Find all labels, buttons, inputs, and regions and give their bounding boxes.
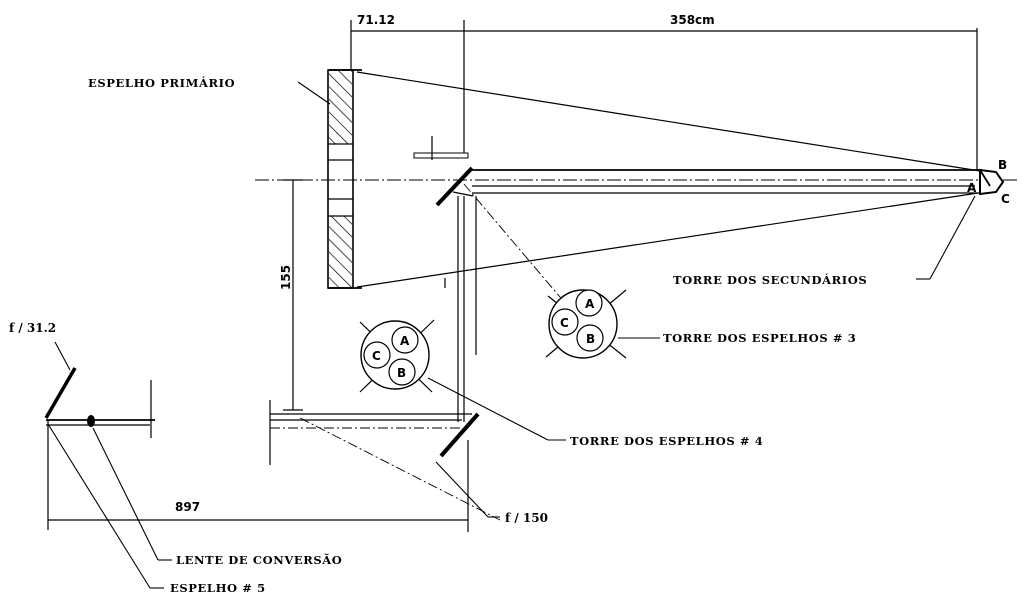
f31-label: f / 31.2 [9,321,56,335]
fold-mirror-upper [435,166,474,207]
f150-label: f / 150 [505,511,548,525]
fold-mirror-upper-body [435,166,474,207]
chief-ray-lower [299,417,501,521]
tower-4-mirror-b [388,358,416,386]
light-cone [356,70,981,288]
dim-71-label: 71.12 [357,13,395,27]
top-dimensions: 71.12 358cm [350,13,978,170]
leader-mirror5-diag [47,423,151,589]
label-conversion-lens: LENTE DE CONVERSÃO [176,553,342,567]
vertical-tower [457,196,477,422]
fold-mirror-lower-body [439,412,480,458]
tower-3-mirror-b [576,324,604,352]
conversion-lens-body [87,415,95,427]
primary-mirror [327,69,362,289]
point-c-label: C [1001,192,1010,206]
point-a-label: A [967,181,977,195]
tower-3-mirror-a [575,289,603,317]
leader-primary-mirror [297,81,331,105]
leader-f150-diag [435,461,489,518]
tower-4-mirror-c [363,341,391,369]
dim-897-label: 897 [175,500,200,514]
bottom-dimension: 897 [47,420,469,532]
point-b-label: B [998,158,1007,172]
tower-3-label-b: B [586,332,595,346]
fold-mirror-lower [269,400,480,465]
baffle [413,136,469,160]
label-primary-mirror: ESPELHO PRIMÁRIO [88,76,235,90]
dim-358-label: 358cm [670,13,715,27]
label-tower-3: TORRE DOS ESPELHOS # 3 [663,331,856,345]
tower-4-label-c: C [372,349,381,363]
tower-3-mirror-c [551,308,579,336]
leader-tower4-diag [427,377,549,441]
secondary-mirror-a [979,169,991,187]
tower-3-label-a: A [585,297,595,311]
annotations: ESPELHO PRIMÁRIO TORRE DOS SECUNDÁRIOS T… [47,76,976,595]
label-mirror-5: ESPELHO # 5 [170,581,266,595]
label-tower-4: TORRE DOS ESPELHOS # 4 [570,434,763,448]
f31-leader [54,341,71,371]
secondary-mirror-assembly [979,168,1005,196]
output-assembly: f / 31.2 [9,321,155,438]
tower-4-label-a: A [400,334,410,348]
label-secondary-tower: TORRE DOS SECUNDÁRIOS [673,273,867,287]
fold-mirror-upper-tick [452,191,474,197]
cone-bottom-ray [356,192,979,288]
primary-mirror-hatch-bottom [329,216,352,287]
tower-3-label-c: C [560,316,569,330]
mirror-5-body [44,367,77,419]
tower-4-label-b: B [397,366,406,380]
baffle-tube [413,152,469,159]
mirror-tower-4: A C B [359,319,435,393]
primary-mirror-hatch-top [329,71,352,144]
chief-ray-upper [463,183,589,331]
leader-lens-diag [92,427,159,561]
vertical-dimension: 155 [279,179,303,411]
dim-155-label: 155 [279,265,293,290]
mirror-tower-3: A C B [545,289,627,359]
tower-4-mirror-a [391,326,419,354]
secondary-tower: B A C [472,158,1010,206]
leader-secondary-diag [929,195,976,280]
cone-top-ray [356,71,981,172]
